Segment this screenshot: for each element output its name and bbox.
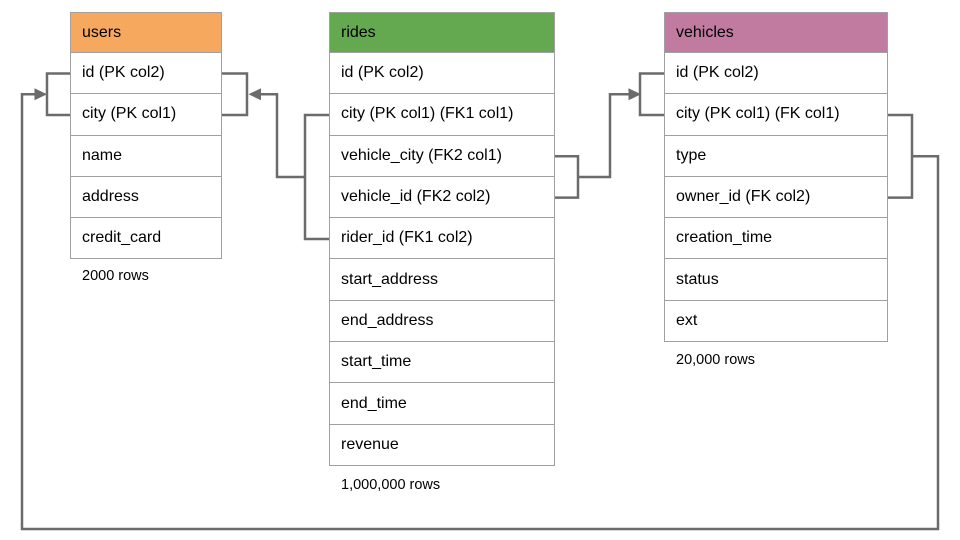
table-vehicles-row-status: status [664,259,888,301]
table-rides-row-revenue: revenue [329,424,555,466]
table-rides-row-rider-id: rider_id (FK1 col2) [329,218,555,260]
rides-left-fk1-bracket [303,113,329,241]
table-rides-row-end-address: end_address [329,300,555,343]
table-users-header: users [70,12,222,53]
table-rides-row-start-time: start_time [329,342,555,384]
table-rides: rides id (PK col2) city (PK col1) (FK1 c… [329,12,555,466]
arrowhead-into-users-right [248,88,261,101]
vehicles-right-fk-bracket [888,113,914,199]
table-users-row-city: city (PK col1) [70,94,222,136]
table-rides-row-end-time: end_time [329,383,555,425]
table-rides-row-vehicle-city: vehicle_city (FK2 col1) [329,135,555,177]
table-rides-row-start-address: start_address [329,259,555,301]
table-users: users id (PK col2) city (PK col1) name a… [70,12,222,260]
table-rides-row-vehicle-id: vehicle_id (FK2 col2) [329,176,555,219]
table-rides-row-id: id (PK col2) [329,53,555,95]
table-users-row-name: name [70,135,222,177]
table-users-rowcount: 2000 rows [82,268,149,284]
table-vehicles-row-ext: ext [664,300,888,343]
vehicles-left-pk-bracket [638,72,664,117]
table-vehicles-row-id: id (PK col2) [664,53,888,95]
table-vehicles-row-city: city (PK col1) (FK col1) [664,94,888,136]
users-right-pk-bracket [222,72,249,117]
users-left-pk-bracket [45,72,70,117]
table-vehicles: vehicles id (PK col2) city (PK col1) (FK… [664,12,888,343]
rides-to-vehicles-line [578,93,634,179]
vehicles-to-users-line [20,93,940,531]
table-rides-rowcount: 1,000,000 rows [341,477,441,493]
table-vehicles-header: vehicles [664,12,888,53]
table-users-row-credit-card: credit_card [70,218,222,260]
table-rides-row-city: city (PK col1) (FK1 col1) [329,94,555,136]
arrowhead-into-vehicles-left [628,88,641,101]
table-users-row-id: id (PK col2) [70,53,222,95]
table-vehicles-row-creation-time: creation_time [664,218,888,260]
table-vehicles-row-type: type [664,135,888,177]
table-rides-header: rides [329,12,555,53]
rides-right-fk2-bracket [555,155,580,199]
table-vehicles-row-owner-id: owner_id (FK col2) [664,176,888,219]
arrowhead-into-users-left [34,88,47,101]
table-vehicles-rowcount: 20,000 rows [676,352,755,368]
table-users-row-address: address [70,176,222,219]
rides-to-users-line [252,93,305,179]
